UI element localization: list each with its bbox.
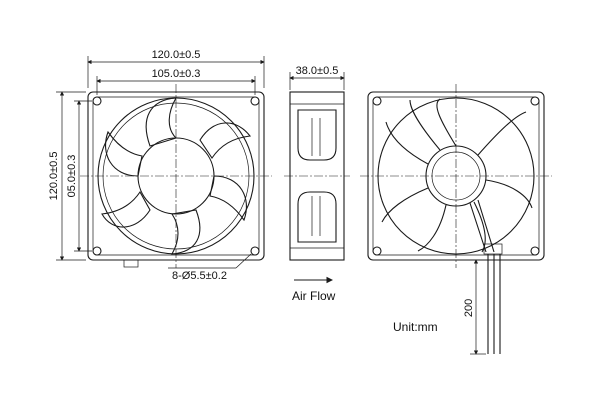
lead-wires [487,254,501,354]
mounting-hole [372,96,382,106]
overall-height-dim: 120.0±0.5 [48,152,60,201]
lead-dimension: 200 [463,259,486,355]
side-cutout-bottom [297,191,337,243]
wire-channel [469,202,487,253]
front-dimensions: 120.0±0.5 105.0±0.3 120.0±0.5 05.0±0.3 8… [48,49,265,282]
mounting-hole [372,246,382,256]
side-view [284,91,350,261]
air-flow-label: Air Flow [292,289,336,303]
mounting-hole [92,246,102,256]
connector [123,259,139,268]
lead-length-dim: 200 [463,299,475,317]
rear-view [360,84,552,354]
front-blades [101,97,252,255]
hole-spacing-height-dim: 05.0±0.3 [66,155,78,198]
side-dimensions: 38.0±0.5 [289,65,345,90]
air-flow-indicator: Air Flow [292,276,336,303]
depth-dim: 38.0±0.5 [296,65,339,77]
unit-label: Unit:mm [393,320,438,334]
overall-width-dim: 120.0±0.5 [152,49,201,61]
side-cutout-top [297,109,337,161]
mounting-hole [92,96,102,106]
mounting-hole [530,246,540,256]
hole-spacing-width-dim: 105.0±0.3 [152,68,201,80]
mounting-holes-dim: 8-Ø5.5±0.2 [172,270,227,282]
mounting-hole [530,96,540,106]
mounting-hole [250,96,260,106]
mounting-hole [250,246,260,256]
front-view [80,84,272,268]
wire-exit [483,243,503,255]
rear-struts [381,98,533,253]
